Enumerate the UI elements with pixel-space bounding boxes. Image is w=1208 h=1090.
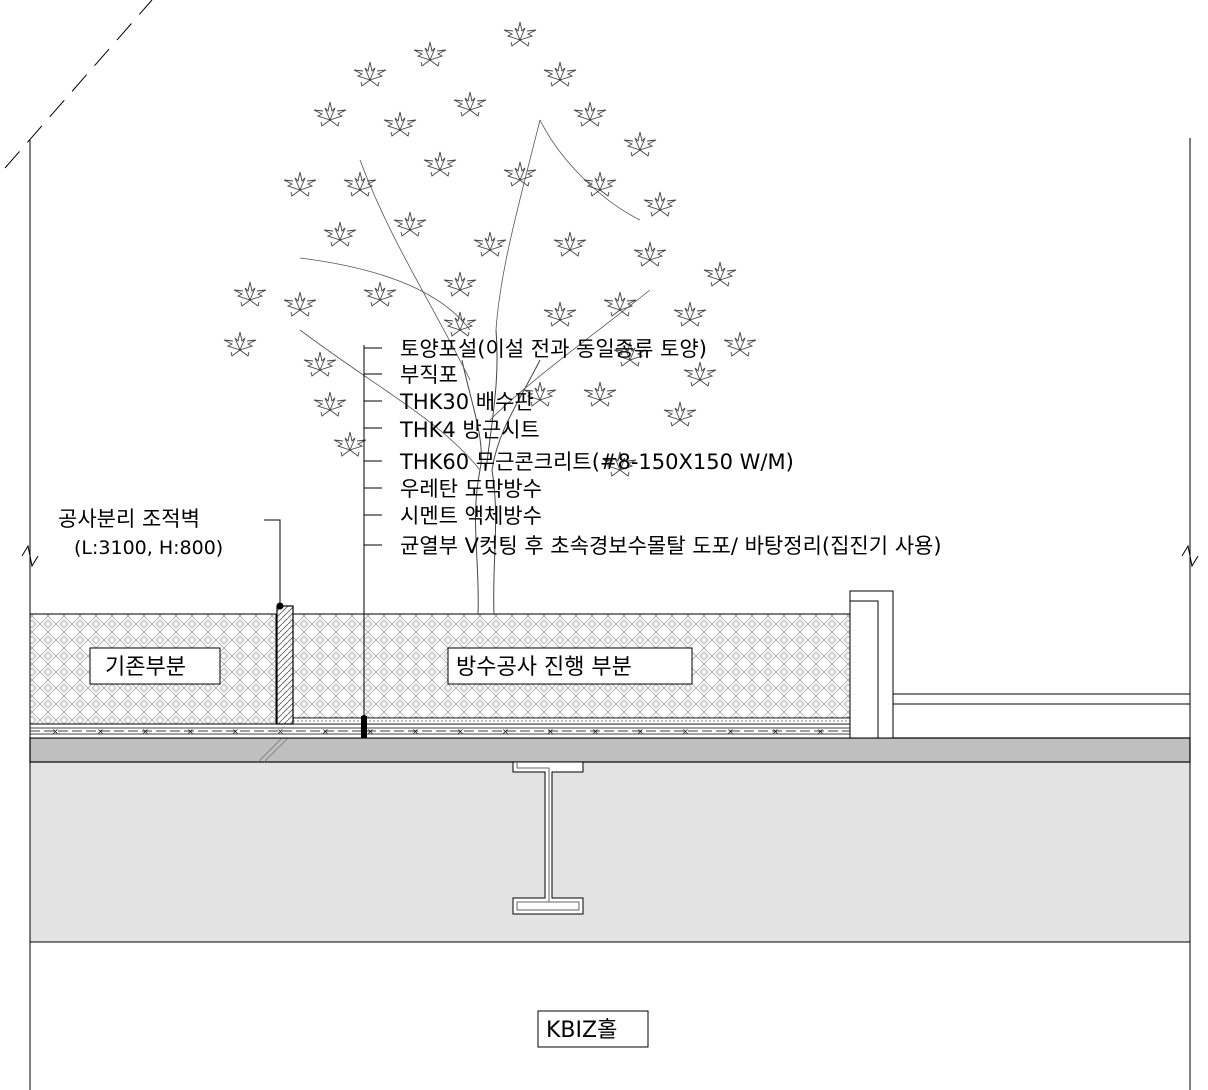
layer-label-4: THK4 방근시트 xyxy=(399,418,540,442)
svg-text:×: × xyxy=(277,727,284,736)
room-label-box xyxy=(537,1010,649,1048)
parapet-inner xyxy=(849,600,879,739)
tree-branches xyxy=(299,119,651,471)
roof-dashed-line xyxy=(4,0,153,169)
layers-leader-marker xyxy=(361,716,367,738)
svg-text:×: × xyxy=(727,727,734,736)
slab-crack-mark-2 xyxy=(263,737,289,763)
wall-callout-leader xyxy=(264,519,281,606)
svg-text:×: × xyxy=(592,727,599,736)
membrane-x-marks: × × × × × × × × × × × × × × × × × × xyxy=(52,727,824,736)
svg-text:×: × xyxy=(772,727,779,736)
break-mark-right xyxy=(1181,544,1199,568)
svg-text:×: × xyxy=(367,727,374,736)
svg-text:×: × xyxy=(457,727,464,736)
slab-crack-mark xyxy=(257,737,283,763)
svg-text:×: × xyxy=(412,727,419,736)
svg-text:×: × xyxy=(142,727,149,736)
svg-text:×: × xyxy=(97,727,104,736)
room-label: KBIZ홀 xyxy=(546,1018,617,1043)
svg-text:×: × xyxy=(322,727,329,736)
zone-existing-label: 기존부분 xyxy=(105,655,186,680)
layer-label-8: 균열부 V컷팅 후 초속경보수몰탈 도포/ 바탕정리(집진기 사용) xyxy=(400,534,942,558)
tree-trunk xyxy=(461,329,541,615)
wall-callout-line1: 공사분리 조적벽 xyxy=(58,507,200,531)
svg-text:×: × xyxy=(682,727,689,736)
layers-leader-dot xyxy=(361,715,367,721)
layer-label-7: 시멘트 액체방수 xyxy=(400,504,542,528)
zone-existing-box xyxy=(89,647,221,685)
layer-label-2: 부직포 xyxy=(400,363,458,387)
layer-label-3: THK30 배수판 xyxy=(399,390,534,414)
svg-text:×: × xyxy=(502,727,509,736)
zone-work-box xyxy=(447,647,693,685)
svg-text:×: × xyxy=(52,727,59,736)
layer-label-1: 토양포설(이설 전과 동일종류 토양) xyxy=(400,337,707,361)
layers-ticks xyxy=(364,347,382,546)
steel-h-beam xyxy=(512,761,584,915)
break-mark-left xyxy=(21,544,39,568)
svg-text:×: × xyxy=(547,727,554,736)
layer-label-5: THK60 무근콘크리트(#8-150X150 W/M) xyxy=(399,450,794,474)
svg-text:×: × xyxy=(637,727,644,736)
ceiling-space xyxy=(29,761,1191,943)
layer-label-6: 우레탄 도막방수 xyxy=(400,477,542,501)
separation-masonry-wall xyxy=(276,605,294,725)
svg-text:×: × xyxy=(187,727,194,736)
wall-callout-line2: (L:3100, H:800) xyxy=(74,537,223,559)
svg-text:×: × xyxy=(232,727,239,736)
structural-slab xyxy=(29,737,1191,763)
zone-work-label: 방수공사 진행 부분 xyxy=(456,655,632,680)
svg-text:×: × xyxy=(817,727,824,736)
